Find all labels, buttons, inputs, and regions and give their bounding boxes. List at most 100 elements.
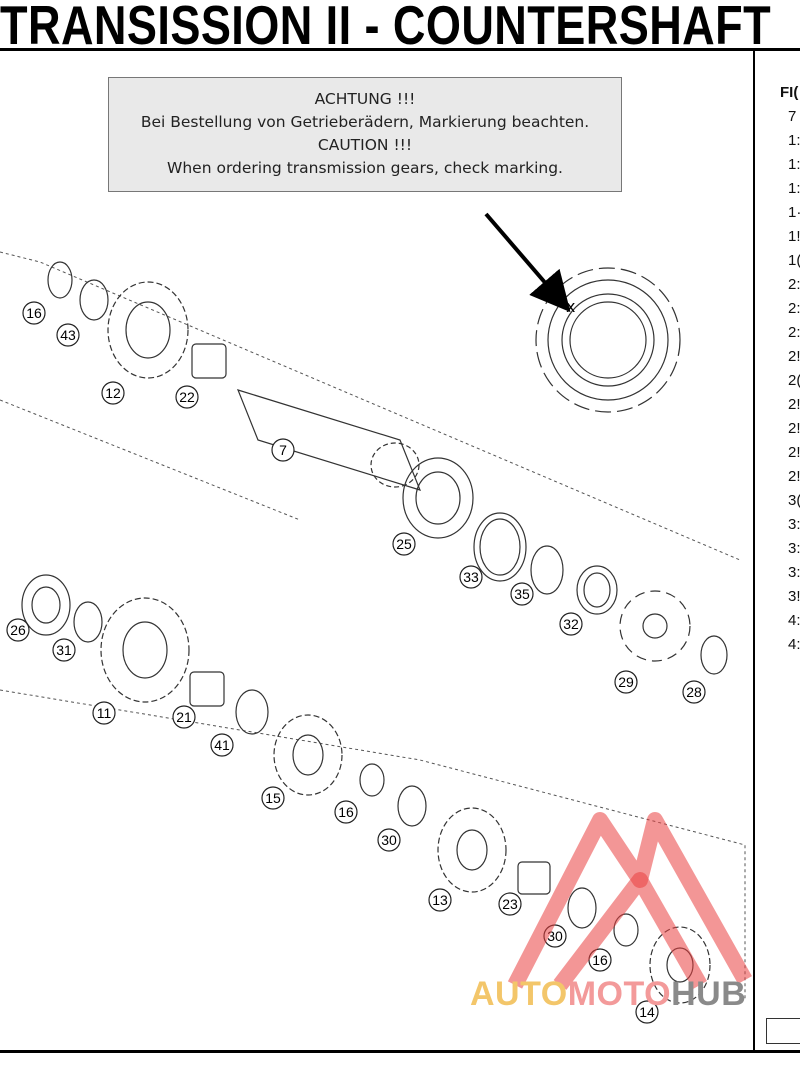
svg-text:32: 32	[563, 616, 579, 632]
svg-text:16: 16	[592, 952, 608, 968]
figure-list-item: 2!	[788, 348, 800, 365]
figure-list-item: 3:	[788, 540, 800, 557]
callout-16-lower: 16	[588, 948, 612, 972]
marking-x: x	[566, 297, 575, 316]
svg-text:25: 25	[396, 536, 412, 552]
svg-text:28: 28	[686, 684, 702, 700]
assembly-band-lines	[0, 251, 746, 1000]
corner-box	[766, 1018, 800, 1044]
callout-33: 33	[459, 565, 483, 589]
needle-bearing-23	[517, 861, 551, 895]
figure-list-item: 4:	[788, 636, 800, 653]
callout-13: 13	[428, 888, 452, 912]
figure-list-item: 2!	[788, 420, 800, 437]
figure-list-item: 2:	[788, 300, 800, 317]
svg-text:26: 26	[10, 622, 26, 638]
callout-43: 43	[56, 323, 80, 347]
figure-list-item: 1·	[788, 204, 800, 221]
marking-arrow	[484, 212, 571, 313]
gear-15	[273, 714, 343, 796]
figure-list-item: 2(	[788, 372, 800, 389]
callout-15: 15	[261, 786, 285, 810]
svg-text:31: 31	[56, 642, 72, 658]
figure-list-item: 1(	[788, 252, 800, 269]
figure-list-item: 1:	[788, 132, 800, 149]
svg-text:43: 43	[60, 327, 76, 343]
caution-line-en-heading: CAUTION !!!	[317, 136, 413, 154]
svg-text:41: 41	[214, 737, 230, 753]
figure-list-item: 2:	[788, 324, 800, 341]
bearing-25	[402, 457, 474, 539]
washer-41	[235, 689, 269, 735]
circlip-28	[700, 635, 728, 675]
watermark-text-moto: MOTO	[567, 975, 672, 1013]
figure-list-item: 3!	[788, 588, 800, 605]
caution-line-de-heading: ACHTUNG !!!	[314, 90, 416, 108]
figure-list-item: 1:	[788, 180, 800, 197]
circlip-16-top	[47, 261, 73, 299]
callout-7: 7	[271, 438, 295, 462]
callout-14: 14	[635, 1000, 659, 1024]
needle-bearing-21	[189, 671, 225, 707]
watermark-text: AUTOMOTOHUB	[470, 975, 746, 1014]
callout-30: 30	[377, 828, 401, 852]
gear-12	[107, 281, 189, 379]
svg-text:35: 35	[514, 586, 530, 602]
svg-text:13: 13	[432, 892, 448, 908]
figure-list-header: FI(	[780, 84, 799, 101]
circlip-16-mid	[359, 763, 385, 797]
callout-25: 25	[392, 532, 416, 556]
svg-text:29: 29	[618, 674, 634, 690]
svg-text:30: 30	[381, 832, 397, 848]
top-rule	[0, 48, 800, 51]
marked-gear-detail	[535, 267, 681, 413]
caution-box: ACHTUNG !!! Bei Bestellung von Getrieber…	[108, 77, 622, 192]
gear-11	[100, 597, 190, 703]
watermark-logo	[507, 812, 752, 990]
figure-list-item: 1!	[788, 228, 800, 245]
column-divider	[753, 48, 755, 1053]
callout-11: 11	[92, 701, 116, 725]
svg-text:16: 16	[26, 305, 42, 321]
bushing-32	[576, 565, 618, 615]
washer-31	[73, 601, 103, 643]
figure-list-item: 2!	[788, 468, 800, 485]
svg-text:16: 16	[338, 804, 354, 820]
callout-12: 12	[101, 381, 125, 405]
figure-list-item: 7	[788, 108, 797, 125]
washer-30-lower	[567, 887, 597, 929]
svg-text:7: 7	[279, 442, 287, 458]
svg-text:15: 15	[265, 790, 281, 806]
callout-41: 41	[210, 733, 234, 757]
callout-23: 23	[498, 892, 522, 916]
callout-28: 28	[682, 680, 706, 704]
svg-text:22: 22	[179, 389, 195, 405]
seal-33	[473, 512, 527, 582]
caution-line-de-text: Bei Bestellung von Getrieberädern, Marki…	[140, 113, 590, 131]
bearing-26	[21, 574, 71, 636]
callout-29: 29	[614, 670, 638, 694]
figure-list-item: 1:	[788, 156, 800, 173]
figure-list: FI( 7 1: 1: 1: 1· 1! 1( 2: 2: 2: 2! 2( 2…	[780, 84, 800, 653]
gear-13	[437, 807, 507, 893]
svg-text:11: 11	[97, 705, 112, 721]
figure-list-item: 4:	[788, 612, 800, 629]
svg-text:21: 21	[176, 709, 192, 725]
svg-text:33: 33	[463, 569, 479, 585]
figure-list-item: 3:	[788, 564, 800, 581]
figure-list-item: 3:	[788, 516, 800, 533]
svg-text:14: 14	[639, 1004, 655, 1020]
callout-26: 26	[6, 618, 30, 642]
washer-43	[79, 279, 109, 321]
figure-list-item: 3(	[788, 492, 800, 509]
washer-30	[397, 785, 427, 827]
figure-list-item: 2:	[788, 276, 800, 293]
bottom-rule	[0, 1050, 800, 1053]
callout-16-mid: 16	[334, 800, 358, 824]
callout-32: 32	[559, 612, 583, 636]
callout-21: 21	[172, 705, 196, 729]
svg-text:23: 23	[502, 896, 518, 912]
figure-list-item: 2!	[788, 396, 800, 413]
circlip-16-lower	[613, 913, 639, 947]
